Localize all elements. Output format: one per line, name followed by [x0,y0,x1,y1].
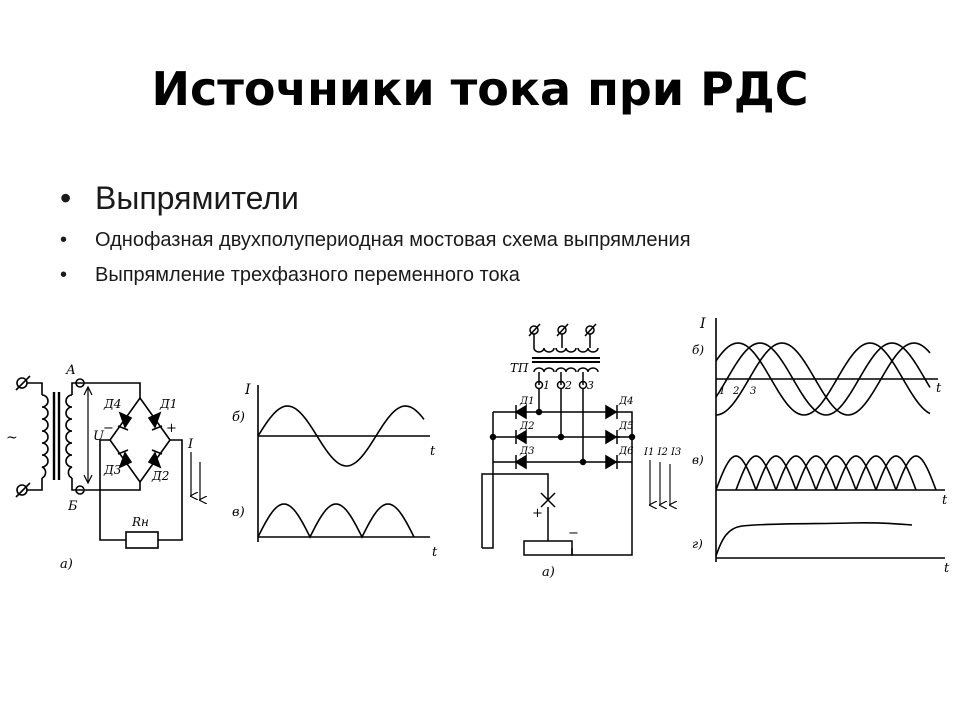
label-minus: − [103,421,114,436]
label-fig4-g: г) [692,537,703,551]
label-transformer-tp: ТП [510,361,529,375]
label-fig3-minus: − [568,526,579,541]
bullet-rectifiers: Выпрямители [60,180,691,217]
label-fig2-t2: t [432,545,438,560]
three-phase-waveforms [715,318,945,562]
label-diode-left-1: Д1 [519,396,535,407]
label-phase-3: 3 [587,379,594,392]
diode-left-3 [514,454,527,470]
label-diode-right-5: Д5 [618,421,634,432]
three-phase-circuit [481,323,670,556]
diode-d1 [147,411,163,431]
label-fig4-b: б) [692,343,704,357]
bullet-single-phase: Однофазная двухполупериодная мостовая сх… [60,229,691,252]
label-currents-i123: I1 I2 I3 [643,447,681,458]
label-diode-d4: Д4 [103,397,121,411]
label-fig4-t1: t [936,381,942,396]
smoothed-current [715,521,913,557]
diode-left-2 [514,429,527,445]
slide-title: Источники тока при РДС [151,62,809,116]
label-diode-left-2: Д2 [519,421,535,432]
single-phase-waveforms [257,385,430,542]
workpiece [523,540,573,556]
diode-right-5 [605,429,618,445]
bullet-list: Выпрямители Однофазная двухполупериодная… [60,180,691,299]
rectified-arcs [715,455,937,491]
label-fig4-v: в) [692,453,704,467]
rectified-wave [257,503,415,539]
label-diode-d2: Д2 [151,469,169,483]
label-fig3-plus: + [532,506,543,521]
bridge-rectifier-circuit [15,375,200,549]
label-fig2-t1: t [430,444,436,459]
diode-d4 [117,411,133,431]
label-node-b: Б [67,499,78,514]
label-current-i: I [187,437,194,452]
label-fig2-i: I [244,382,251,398]
label-resistor-rn: Rн [131,515,149,529]
diode-left-1 [514,404,527,420]
diode-right-4 [605,404,618,420]
bullet-three-phase: Выпрямление трехфазного переменного тока [60,264,691,287]
diode-d3 [117,449,133,469]
label-node-a: А [65,363,76,378]
label-plus: + [166,421,177,436]
diode-d2 [147,449,163,469]
label-fig4-t3: t [944,561,950,576]
label-diode-right-4: Д4 [618,396,634,407]
label-voltage-u: U [93,429,105,444]
label-phase-mark-3: 3 [750,386,756,397]
label-phase-2: 2 [564,379,572,392]
label-tilde: ~ [6,430,18,446]
label-fig4-t2: t [942,493,948,508]
label-phase-mark-1: 1 [719,386,725,397]
caption-fig3: а) [542,565,555,580]
load-resistor [125,531,159,549]
label-fig2-v: в) [232,505,245,520]
label-diode-left-3: Д3 [519,446,535,457]
label-fig2-b: б) [232,410,245,425]
primary-coil [41,394,49,479]
label-diode-d1: Д1 [159,397,177,411]
caption-fig1: а) [60,557,73,572]
diode-right-6 [605,454,618,470]
secondary-coil [65,394,73,479]
label-fig4-i: I [699,316,706,332]
phase-wave-3 [715,342,931,416]
label-diode-right-6: Д6 [618,446,634,457]
phase-wave-2 [715,342,931,416]
label-diode-d3: Д3 [103,463,122,477]
label-phase-mark-2: 2 [732,386,739,397]
label-phase-1: 1 [543,379,550,392]
phase-wave-1 [715,342,931,416]
ac-sine-wave [257,405,425,467]
